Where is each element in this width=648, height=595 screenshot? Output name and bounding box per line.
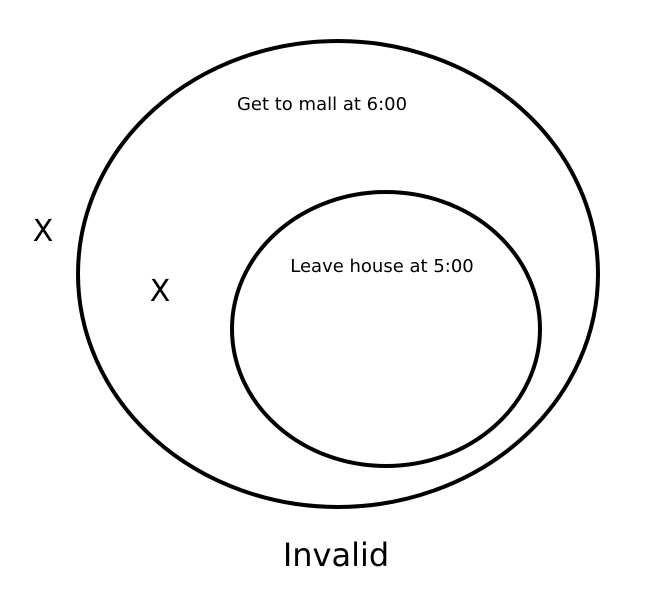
inner-set-label: Leave house at 5:00 bbox=[290, 256, 474, 277]
outside-marker: X bbox=[33, 214, 54, 249]
verdict-caption: Invalid bbox=[283, 536, 389, 574]
outer-set-label: Get to mall at 6:00 bbox=[237, 94, 407, 115]
outer-only-marker: X bbox=[150, 274, 171, 309]
outer-set-circle bbox=[76, 39, 600, 509]
inner-set-circle bbox=[230, 190, 542, 468]
